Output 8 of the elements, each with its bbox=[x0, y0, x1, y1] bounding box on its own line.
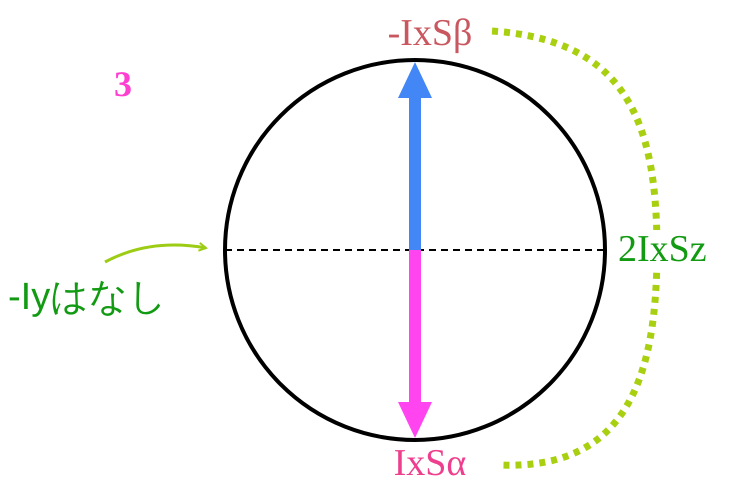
edge-label: 2IxSz bbox=[618, 230, 707, 268]
node-text: IxSα bbox=[380, 444, 480, 482]
node-text: -Iyはなし bbox=[8, 278, 173, 316]
node-text: -IxSβ bbox=[380, 14, 480, 52]
panel-number: 3 bbox=[114, 66, 132, 102]
dotted-curve bbox=[492, 28, 660, 468]
arrow bbox=[104, 242, 207, 264]
circle bbox=[223, 58, 607, 442]
